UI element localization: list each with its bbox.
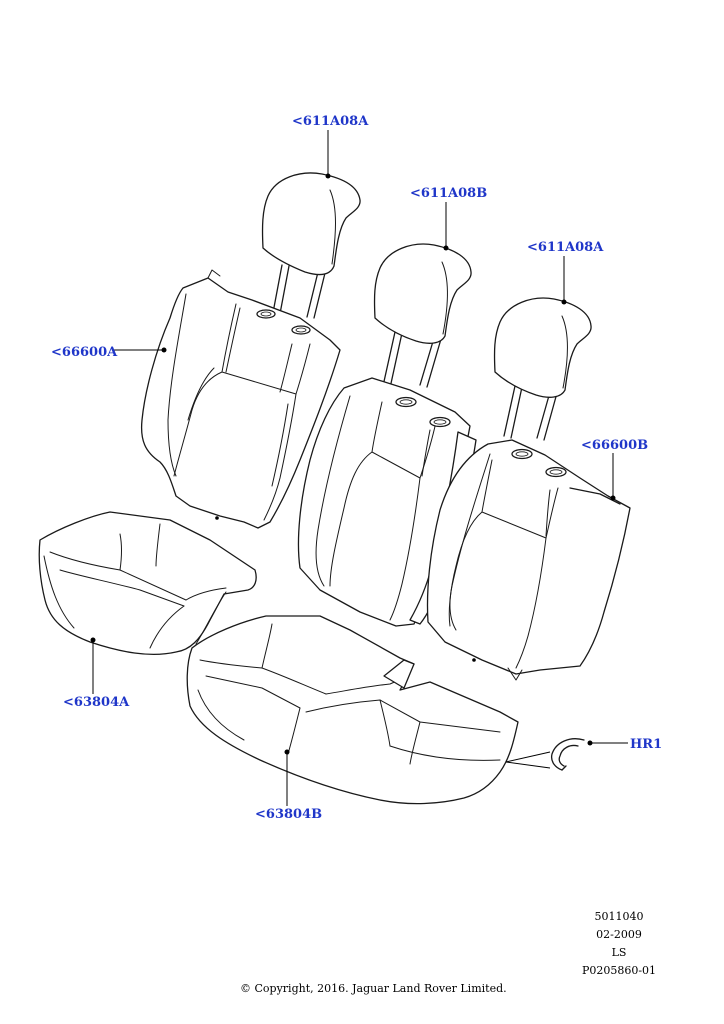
backrest-left bbox=[140, 269, 341, 529]
callout-cushion-left[interactable]: <63804A bbox=[63, 695, 130, 710]
info-line-1: 5011040 bbox=[594, 910, 644, 923]
cushion-left bbox=[38, 511, 257, 656]
info-line-4: P0205860-01 bbox=[581, 964, 657, 977]
hog-ring bbox=[550, 738, 585, 771]
headrest-right bbox=[493, 297, 592, 441]
callout-backrest-left[interactable]: <66600A bbox=[51, 345, 118, 360]
headrest-left bbox=[261, 172, 361, 320]
callout-backrest-right[interactable]: <66600B bbox=[581, 438, 649, 453]
copyright-notice: © Copyright, 2016. Jaguar Land Rover Lim… bbox=[240, 982, 507, 995]
cushion-right bbox=[186, 615, 519, 805]
callout-headrest-left[interactable]: <611A08A bbox=[292, 114, 369, 129]
callout-cushion-right[interactable]: <63804B bbox=[255, 807, 323, 822]
callout-hog-ring[interactable]: HR1 bbox=[630, 737, 663, 752]
callout-headrest-right[interactable]: <611A08A bbox=[527, 240, 604, 255]
info-line-2: 02-2009 bbox=[596, 928, 642, 941]
info-block: 5011040 02-2009 LS P0205860-01 bbox=[572, 910, 666, 977]
callout-headrest-center[interactable]: <611A08B bbox=[410, 186, 488, 201]
backrest-right bbox=[426, 439, 631, 681]
info-line-3: LS bbox=[611, 946, 627, 959]
headrest-center bbox=[373, 243, 472, 389]
leader-lines bbox=[90, 130, 628, 806]
